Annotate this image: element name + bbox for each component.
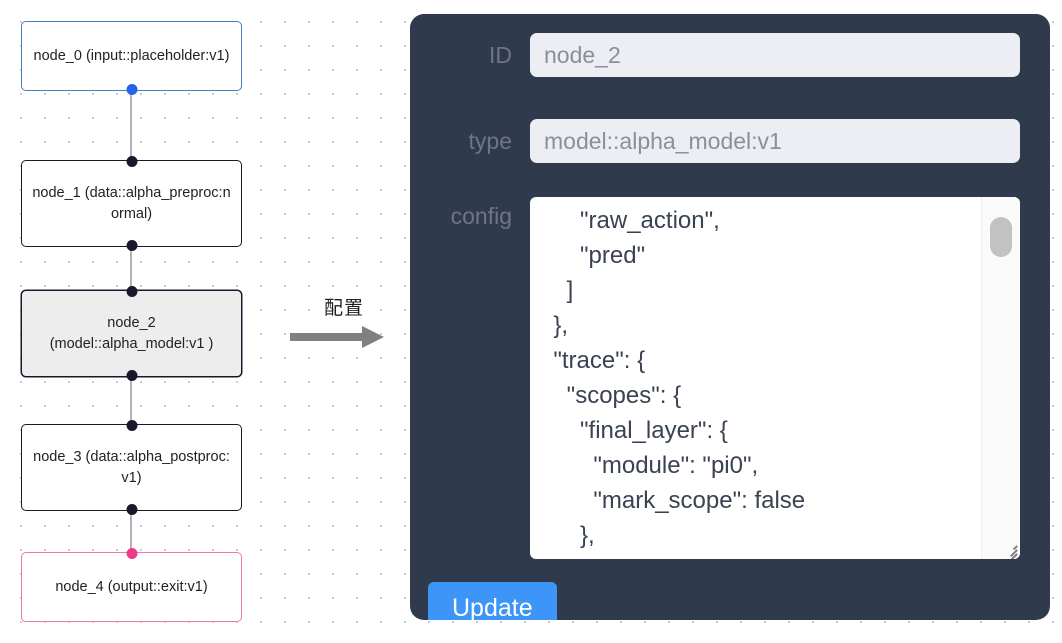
node-handle-source[interactable] — [126, 84, 137, 95]
type-input[interactable] — [530, 119, 1020, 163]
config-field-label: config — [450, 203, 512, 229]
annotation-caption: 配置 — [323, 297, 364, 319]
node-inspector-panel: ID type config Update — [410, 14, 1050, 620]
config-editor[interactable] — [530, 197, 1020, 559]
field-row-id: ID — [422, 33, 1020, 77]
graph-node-node_3[interactable]: node_3 (data::alpha_postproc: v1) — [21, 420, 242, 515]
right-arrow-icon — [288, 326, 400, 348]
edge-node3-node4 — [130, 511, 132, 552]
resize-grip-icon[interactable] — [1002, 541, 1018, 559]
graph-node-node_0[interactable]: node_0 (input::placeholder:v1) — [21, 21, 242, 95]
edge-node2-node3 — [130, 376, 132, 420]
graph-node-label: node_3 (data::alpha_postproc: v1) — [33, 448, 230, 486]
node-handle-target[interactable] — [126, 286, 137, 297]
graph-node-label: node_1 (data::alpha_preproc:n ormal) — [32, 184, 231, 222]
graph-node-node_1[interactable]: node_1 (data::alpha_preproc:n ormal) — [21, 156, 242, 251]
annotation-group: 配置 — [288, 296, 400, 348]
id-input[interactable] — [530, 33, 1020, 77]
node-handle-target[interactable] — [126, 156, 137, 167]
field-row-config: config — [422, 197, 1020, 559]
graph-node-label: node_4 (output::exit:v1) — [55, 578, 208, 595]
node-handle-source[interactable] — [126, 370, 137, 381]
edge-node1-node2 — [130, 247, 132, 291]
config-scrollbar[interactable] — [981, 197, 1020, 559]
node-handle-target[interactable] — [126, 420, 137, 431]
config-scrollbar-thumb[interactable] — [990, 217, 1012, 257]
config-textarea[interactable] — [530, 197, 982, 559]
graph-node-label: node_0 (input::placeholder:v1) — [33, 47, 230, 64]
id-field-label: ID — [489, 42, 512, 68]
graph-node-node_4[interactable]: node_4 (output::exit:v1) — [21, 548, 242, 622]
node-handle-target[interactable] — [126, 548, 137, 559]
edge-node0-node1 — [130, 89, 132, 159]
graph-node-label: node_2 (model::alpha_model:v1 ) — [49, 314, 214, 352]
field-row-type: type — [422, 119, 1020, 163]
type-field-label: type — [468, 128, 512, 154]
node-handle-source[interactable] — [126, 240, 137, 251]
node-handle-source[interactable] — [126, 504, 137, 515]
update-button[interactable]: Update — [428, 582, 557, 620]
graph-node-node_2[interactable]: node_2 (model::alpha_model:v1 ) — [21, 286, 242, 381]
